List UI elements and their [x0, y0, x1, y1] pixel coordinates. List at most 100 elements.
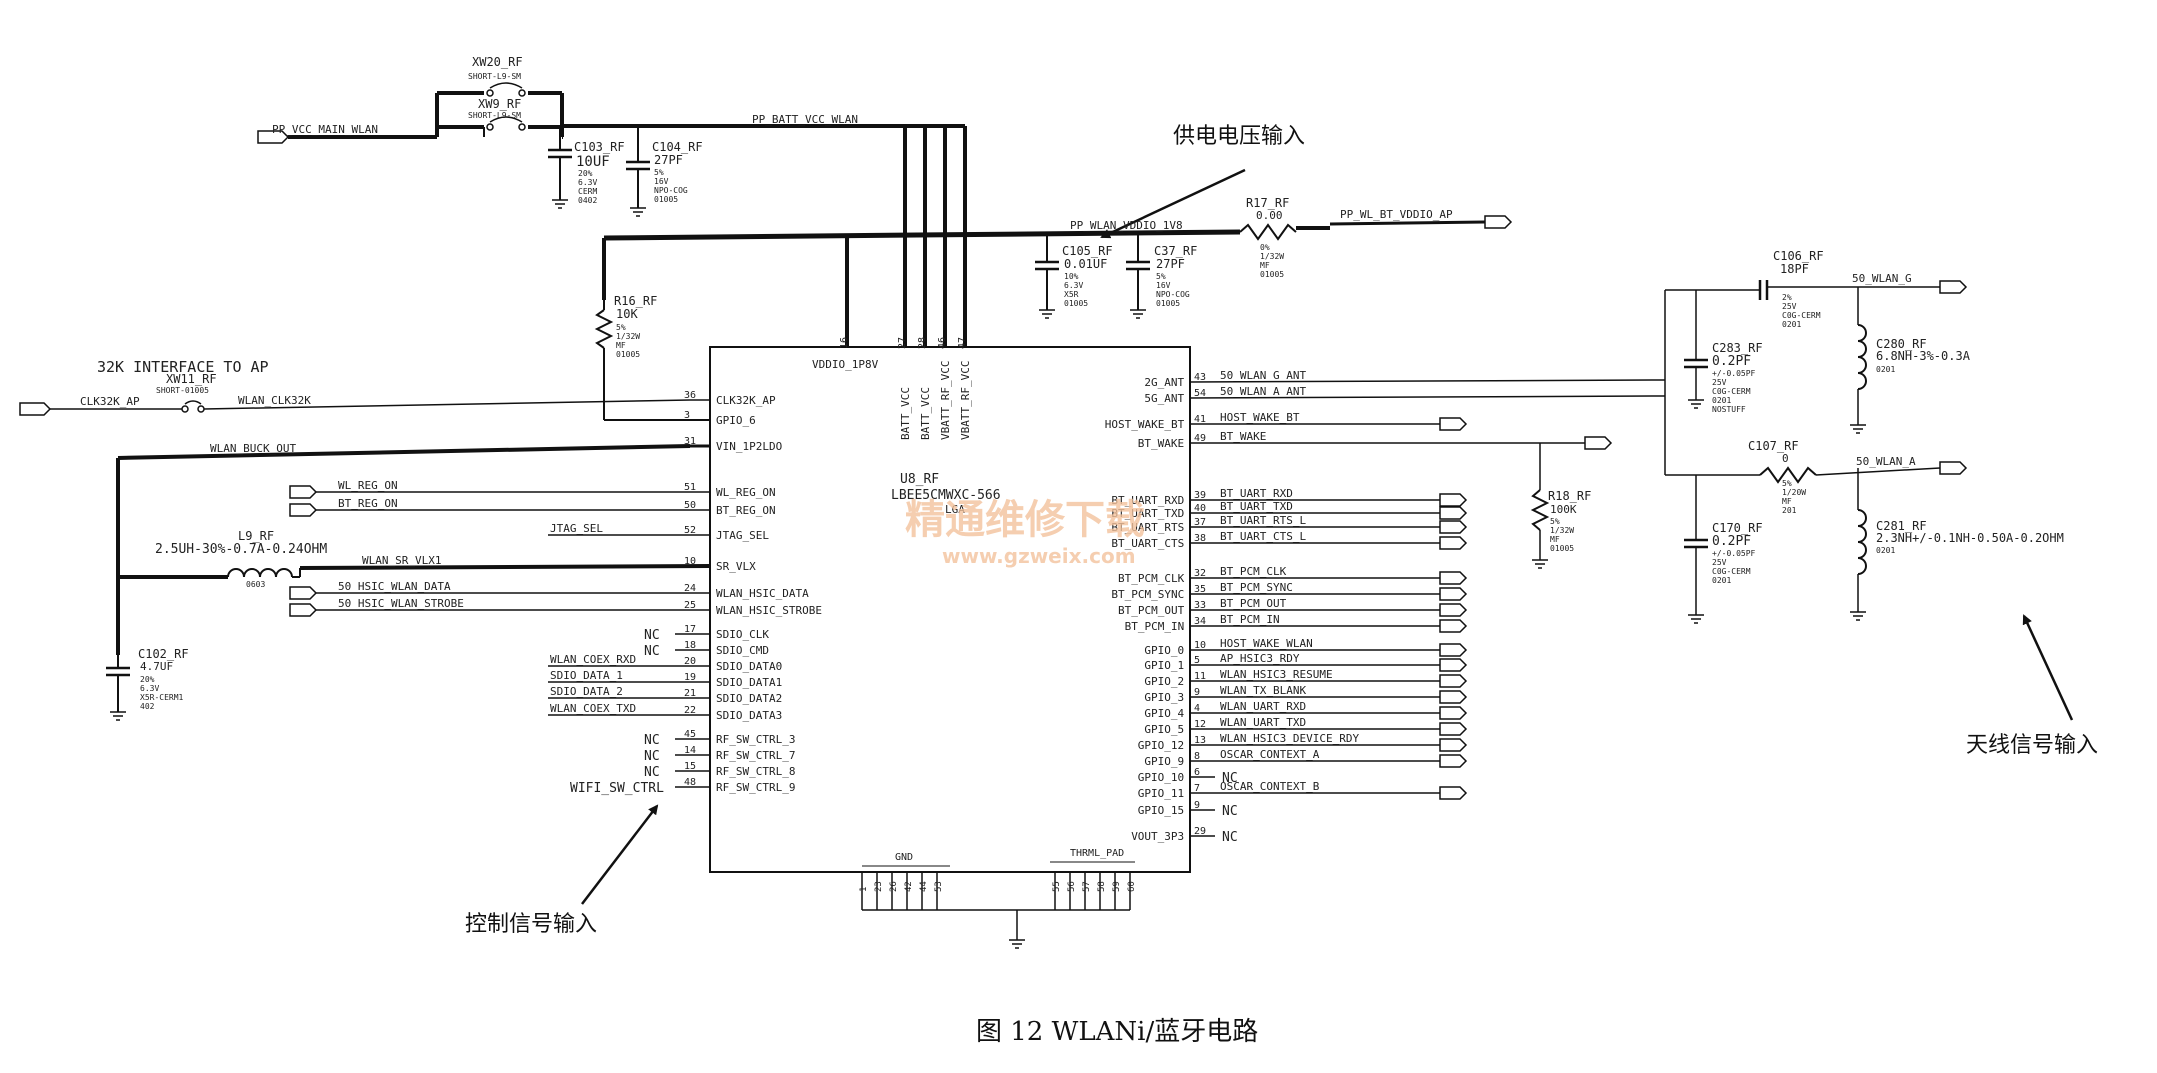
pin-name: BT_PCM_CLK: [1118, 572, 1185, 585]
c105-spec: 10%: [1064, 272, 1079, 281]
net-flag: [289, 586, 318, 600]
pin-num: 19: [684, 672, 696, 683]
pin-name: VOUT_3P3: [1131, 830, 1184, 843]
r18-ref: R18_RF: [1548, 489, 1591, 503]
thrml-pin-num: 55: [1052, 881, 1062, 892]
pin-num: 49: [1194, 433, 1206, 444]
pin-num: 35: [1194, 584, 1206, 595]
pin-net: BT_REG_ON: [338, 497, 398, 510]
r16-spec: MF: [616, 341, 626, 350]
c283-spec: C0G-CERM: [1712, 387, 1751, 396]
net-flag-pp-wl-bt: [1484, 215, 1513, 229]
l9-spec: 0603: [246, 580, 265, 589]
r18-val: 100K: [1550, 503, 1577, 516]
c280-ref: C280_RF: [1876, 337, 1927, 351]
annotation-control: 控制信号输入: [465, 912, 597, 937]
pin-name: GPIO_10: [1138, 771, 1184, 784]
ic-part: LBEE5CMWXC-566: [891, 488, 1001, 503]
thrml-pin-num: 58: [1097, 881, 1107, 892]
pin-num: 52: [684, 525, 696, 536]
pin-num: 37: [1194, 517, 1206, 528]
pin-num: 20: [684, 656, 696, 667]
pin-net: AP_HSIC3_RDY: [1220, 652, 1300, 665]
pin-num: 40: [1194, 503, 1206, 514]
pin-net: BT_PCM_SYNC: [1220, 581, 1293, 594]
c106-spec: 2%: [1782, 293, 1792, 302]
pin-name: WL_REG_ON: [716, 486, 776, 499]
pin-net: 50_WLAN_A_ANT: [1220, 385, 1306, 398]
pin-num: 17: [684, 624, 696, 635]
pin-name: GPIO_11: [1138, 787, 1184, 800]
c170-spec: C0G-CERM: [1712, 567, 1751, 576]
c103-spec: 20%: [578, 169, 593, 178]
c283-spec: NOSTUFF: [1712, 405, 1746, 414]
top-pin-name: BATT_VCC: [899, 387, 912, 440]
r18-spec: 01005: [1550, 544, 1574, 553]
left-pin-gpio-6: GPIO_63: [684, 410, 756, 427]
pin-name: GPIO_12: [1138, 739, 1184, 752]
r17-spec: 1/32W: [1260, 252, 1284, 261]
net-flag: [1439, 722, 1468, 736]
power-input-section: [257, 82, 1513, 421]
pin-num: 8: [1194, 751, 1200, 762]
pin-net: HOST_WAKE_BT: [1220, 411, 1300, 424]
figure-caption: 图 12 WLANi/蓝牙电路: [976, 1017, 1258, 1047]
pin-name: GPIO_2: [1144, 675, 1184, 688]
pin-num: 15: [684, 761, 696, 772]
net-wlan-buck-out: WLAN_BUCK_OUT: [210, 442, 296, 455]
ic-pkg: LGA: [945, 503, 965, 516]
watermark-title: 精通维修下载: [905, 497, 1145, 543]
pin-name: BT_UART_CTS: [1111, 537, 1184, 550]
c283-spec: 0201: [1712, 396, 1731, 405]
pin-net: NC: [1222, 804, 1238, 819]
pin-name: SDIO_DATA2: [716, 692, 782, 705]
net-pp-wl-bt: PP_WL_BT_VDDIO_AP: [1340, 208, 1453, 221]
pin-num: 43: [1194, 372, 1206, 383]
c37-spec: 01005: [1156, 299, 1180, 308]
annotation-supply: 供电电压输入: [1173, 124, 1305, 149]
c102-val: 4.7UF: [140, 660, 173, 673]
antenna-section: [1009, 280, 1968, 949]
pin-num: 5: [1194, 655, 1200, 666]
c107-spec: 5%: [1782, 479, 1792, 488]
pin-num: 4: [1194, 703, 1200, 714]
pin-net: WLAN_TX_BLANK: [1220, 684, 1306, 697]
pin-net: SDIO_DATA_2: [550, 685, 623, 698]
r16-spec: 5%: [616, 323, 626, 332]
pin-name: 2G_ANT: [1144, 376, 1184, 389]
pin-name: GPIO_0: [1144, 644, 1184, 657]
xw20-val: SHORT-L9-SM: [468, 72, 521, 81]
pin-net: BT_PCM_OUT: [1220, 597, 1287, 610]
pin-net: WL_REG_ON: [338, 479, 398, 492]
pin-net: WLAN_HSIC3_RESUME: [1220, 668, 1333, 681]
pin-net: 50 HSIC_WLAN_DATA: [338, 580, 451, 593]
pin-net: BT_PCM_IN: [1220, 613, 1280, 626]
pin-net: BT_PCM_CLK: [1220, 565, 1287, 578]
pin-name: SDIO_DATA1: [716, 676, 782, 689]
net-flag: [289, 503, 318, 517]
ic-thrml-label: THRML_PAD: [1070, 848, 1124, 859]
net-flag: [1439, 738, 1468, 752]
thrml-pin-num: 56: [1067, 881, 1077, 892]
c107-spec: 201: [1782, 506, 1797, 515]
pin-net: BT_UART_CTS_L: [1220, 530, 1306, 543]
pin-name: CLK32K_AP: [716, 394, 776, 407]
pin-name: BT_PCM_SYNC: [1111, 588, 1184, 601]
pin-name: SDIO_CLK: [716, 628, 769, 641]
top-pin-num: 27: [897, 337, 908, 349]
net-pp-vddio: PP_WLAN_VDDIO_1V8: [1070, 219, 1183, 232]
